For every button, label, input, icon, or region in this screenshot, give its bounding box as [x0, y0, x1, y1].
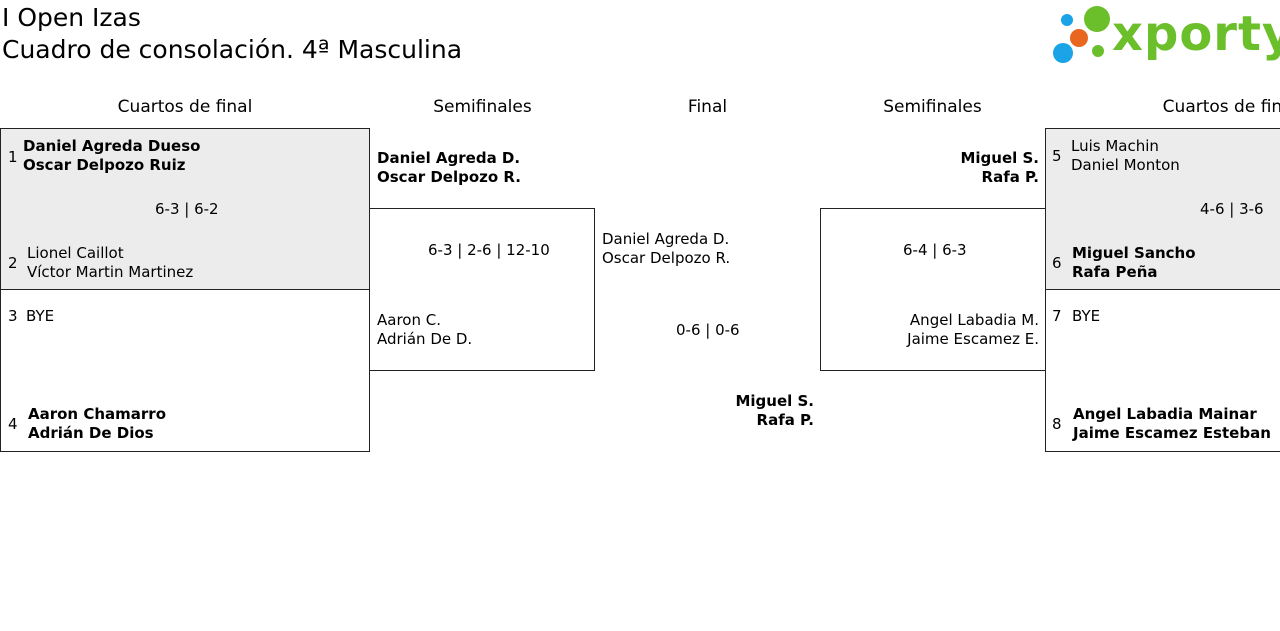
seed-number: 2	[8, 254, 18, 272]
player-name: Daniel Monton	[1071, 156, 1180, 174]
player-name: Rafa P.	[756, 411, 814, 429]
player-name: Angel Labadia Mainar	[1073, 405, 1257, 423]
round-header-right-qf: Cuartos de final	[1162, 97, 1280, 117]
team-slot[interactable]: BYE	[1072, 307, 1100, 326]
match-score: 4-6 | 3-6	[1200, 200, 1264, 218]
player-name: Aaron C.	[377, 311, 441, 329]
round-header-left-qf: Cuartos de final	[117, 97, 253, 117]
sf-left-top-team[interactable]: Daniel Agreda D. Oscar Delpozo R.	[377, 149, 521, 187]
draw-title: Cuadro de consolación. 4ª Masculina	[2, 35, 463, 64]
sf-right-top-team[interactable]: Miguel S. Rafa P.	[820, 149, 1039, 187]
player-name: Oscar Delpozo Ruiz	[23, 156, 186, 174]
qf-match-2[interactable]: 3 BYE 4 Aaron Chamarro Adrián De Dios	[0, 289, 370, 452]
sf-right-bottom-team[interactable]: Angel Labadia M. Jaime Escamez E.	[821, 311, 1039, 349]
final-top-team[interactable]: Daniel Agreda D. Oscar Delpozo R.	[602, 230, 730, 268]
sf-left-bottom-team[interactable]: Aaron C. Adrián De D.	[377, 311, 472, 349]
seed-number: 6	[1052, 254, 1062, 272]
tournament-title: I Open Izas	[2, 3, 141, 32]
qf-match-1[interactable]: 1 Daniel Agreda Dueso Oscar Delpozo Ruiz…	[0, 128, 370, 290]
player-name: Aaron Chamarro	[28, 405, 166, 423]
final-score: 0-6 | 0-6	[676, 321, 740, 339]
qf-match-4[interactable]: 7 BYE 8 Angel Labadia Mainar Jaime Escam…	[1045, 289, 1280, 452]
player-name: Daniel Agreda D.	[602, 230, 730, 248]
match-score: 6-3 | 6-2	[155, 200, 219, 218]
player-name: Miguel S.	[960, 149, 1039, 167]
player-name: Oscar Delpozo R.	[377, 168, 521, 186]
final-bottom-team[interactable]: Miguel S. Rafa P.	[595, 392, 814, 430]
qf-match-3[interactable]: 5 Luis Machin Daniel Monton 4-6 | 3-6 6 …	[1045, 128, 1280, 290]
match-score: 6-4 | 6-3	[903, 241, 967, 259]
player-name: Rafa P.	[981, 168, 1039, 186]
player-name: Adrián De Dios	[28, 424, 154, 442]
sf-right-connector: 6-4 | 6-3 Angel Labadia M. Jaime Escamez…	[820, 208, 1046, 371]
seed-number: 5	[1052, 147, 1062, 165]
round-header-right-sf: Semifinales	[883, 97, 982, 117]
team-slot[interactable]: Aaron Chamarro Adrián De Dios	[28, 405, 166, 443]
seed-number: 3	[8, 307, 18, 325]
xporty-logo[interactable]: xporty	[1050, 2, 1280, 68]
player-name: Angel Labadia M.	[909, 311, 1039, 329]
team-slot[interactable]: Luis Machin Daniel Monton	[1071, 137, 1180, 175]
team-slot[interactable]: Daniel Agreda Dueso Oscar Delpozo Ruiz	[23, 137, 200, 175]
player-name: Daniel Agreda Dueso	[23, 137, 201, 155]
logo-dots-icon	[1053, 6, 1110, 63]
player-name: BYE	[1072, 307, 1101, 325]
player-name: Jaime Escamez E.	[907, 330, 1039, 348]
seed-number: 8	[1052, 415, 1062, 433]
team-slot[interactable]: Miguel Sancho Rafa Peña	[1072, 244, 1196, 282]
sf-left-connector: 6-3 | 2-6 | 12-10 Aaron C. Adrián De D.	[369, 208, 595, 371]
match-score: 6-3 | 2-6 | 12-10	[428, 241, 550, 259]
team-slot[interactable]: BYE	[26, 307, 54, 326]
player-name: Adrián De D.	[377, 330, 473, 348]
player-name: Miguel Sancho	[1072, 244, 1196, 262]
player-name: Víctor Martin Martinez	[27, 263, 194, 281]
round-header-left-sf: Semifinales	[433, 97, 532, 117]
player-name: Luis Machin	[1071, 137, 1159, 155]
player-name: Rafa Peña	[1072, 263, 1158, 281]
seed-number: 7	[1052, 307, 1062, 325]
player-name: Jaime Escamez Esteban	[1073, 424, 1271, 442]
player-name: Oscar Delpozo R.	[602, 249, 731, 267]
logo-text: xporty	[1112, 6, 1280, 62]
player-name: Miguel S.	[735, 392, 814, 410]
player-name: Daniel Agreda D.	[377, 149, 521, 167]
player-name: BYE	[26, 307, 55, 325]
team-slot[interactable]: Lionel Caillot Víctor Martin Martinez	[27, 244, 193, 282]
team-slot[interactable]: Angel Labadia Mainar Jaime Escamez Esteb…	[1073, 405, 1271, 443]
player-name: Lionel Caillot	[27, 244, 124, 262]
seed-number: 4	[8, 415, 18, 433]
round-header-final: Final	[687, 97, 728, 117]
seed-number: 1	[8, 148, 18, 166]
